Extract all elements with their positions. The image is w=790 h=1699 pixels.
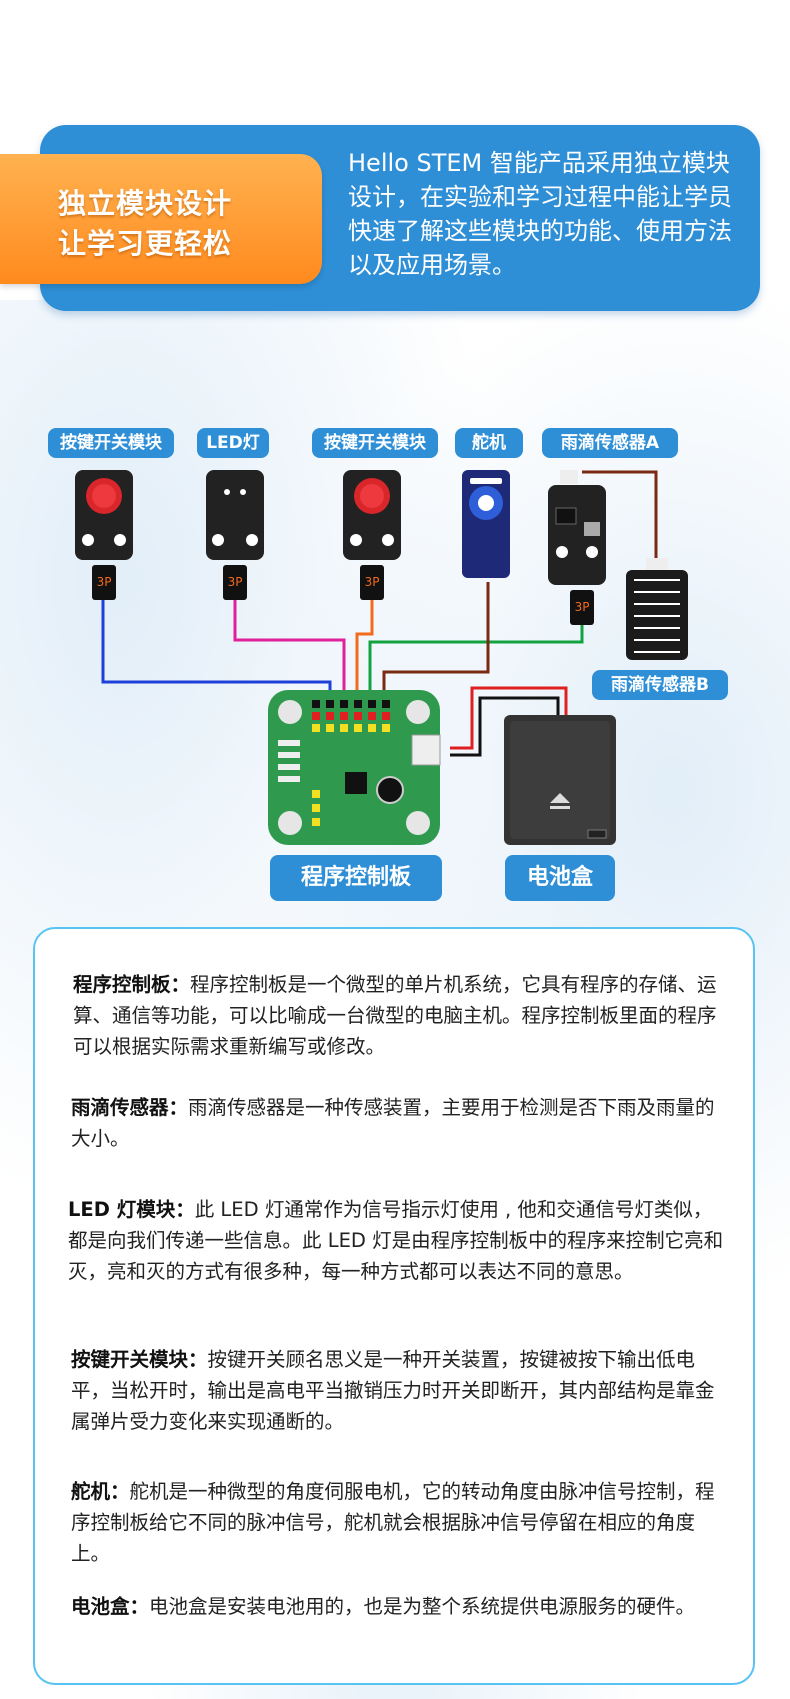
desc-text: 按键开关顾名思义是一种开关装置，按键被按下输出低电平，当松开时，输出是高电平当撤… <box>71 1348 715 1433</box>
desc-controller: 程序控制板：程序控制板是一个微型的单片机系统，它具有程序的存储、运算、通信等功能… <box>73 969 733 1062</box>
desc-title: 电池盒： <box>71 1595 150 1618</box>
controller-board <box>268 690 441 845</box>
desc-rain-sensor: 雨滴传感器：雨滴传感器是一种传感装置，主要用于检测是否下雨及雨量的大小。 <box>71 1092 731 1154</box>
desc-text: 此 LED 灯通常作为信号指示灯使用 , 他和交通信号灯类似，都是向我们传递一些… <box>68 1198 724 1283</box>
wire-magenta <box>233 600 346 706</box>
label-rain-sensor-a: 雨滴传感器A <box>542 428 678 458</box>
desc-title: LED 灯模块： <box>68 1198 195 1221</box>
wire-battery-black <box>450 696 560 757</box>
desc-battery: 电池盒：电池盒是安装电池用的，也是为整个系统提供电源服务的硬件。 <box>71 1591 731 1622</box>
label-battery-box: 电池盒 <box>505 855 615 901</box>
label-servo: 舵机 <box>455 428 523 458</box>
wire-green <box>368 625 584 706</box>
feature-tag: 独立模块设计 让学习更轻松 <box>0 154 322 284</box>
wire-red-sensor <box>582 470 658 560</box>
rain-sensor-a-module: 3P <box>548 470 606 625</box>
desc-text: 雨滴传感器是一种传感装置，主要用于检测是否下雨及雨量的大小。 <box>71 1096 715 1150</box>
battery-box <box>504 715 616 845</box>
led-module: 3P <box>206 470 264 600</box>
desc-text: 程序控制板是一个微型的单片机系统，它具有程序的存储、运算、通信等功能，可以比喻成… <box>73 973 717 1058</box>
desc-title: 舵机： <box>71 1480 130 1503</box>
servo-module <box>462 470 510 578</box>
label-button-module-2: 按键开关模块 <box>312 428 438 458</box>
label-led: LED灯 <box>197 428 269 458</box>
desc-button: 按键开关模块：按键开关顾名思义是一种开关装置，按键被按下输出低电平，当松开时，输… <box>71 1344 731 1437</box>
desc-title: 雨滴传感器： <box>71 1096 189 1119</box>
desc-title: 按键开关模块： <box>71 1348 208 1371</box>
connector-label: 3P <box>575 600 590 614</box>
desc-text: 电池盒是安装电池用的，也是为整个系统提供电源服务的硬件。 <box>149 1595 696 1618</box>
rain-sensor-b-module <box>626 558 688 660</box>
connector-label: 3P <box>228 575 243 589</box>
label-rain-sensor-b: 雨滴传感器B <box>592 670 728 700</box>
desc-led: LED 灯模块：此 LED 灯通常作为信号指示灯使用 , 他和交通信号灯类似，都… <box>68 1194 728 1287</box>
wiring-diagram: 3P 3P 3P 3P <box>75 470 688 845</box>
wire-battery-red <box>450 686 568 750</box>
label-button-module-1: 按键开关模块 <box>48 428 174 458</box>
button-module-2: 3P <box>343 470 401 600</box>
info-card <box>33 927 755 1685</box>
header-description: Hello STEM 智能产品采用独立模块设计，在实验和学习过程中能让学员快速了… <box>348 149 732 279</box>
feature-tag-line-2: 让学习更轻松 <box>57 227 232 260</box>
desc-servo: 舵机：舵机是一种微型的角度伺服电机，它的转动角度由脉冲信号控制，程序控制板给它不… <box>71 1476 731 1569</box>
connector-label: 3P <box>97 575 112 589</box>
feature-tag-line-1: 独立模块设计 <box>57 187 232 220</box>
wire-orange <box>355 600 374 706</box>
label-controller: 程序控制板 <box>270 855 442 901</box>
desc-title: 程序控制板： <box>73 973 191 996</box>
desc-text: 舵机是一种微型的角度伺服电机，它的转动角度由脉冲信号控制，程序控制板给它不同的脉… <box>71 1480 715 1565</box>
connector-label: 3P <box>365 575 380 589</box>
button-module-1: 3P <box>75 470 133 600</box>
wire-brown <box>382 582 490 706</box>
